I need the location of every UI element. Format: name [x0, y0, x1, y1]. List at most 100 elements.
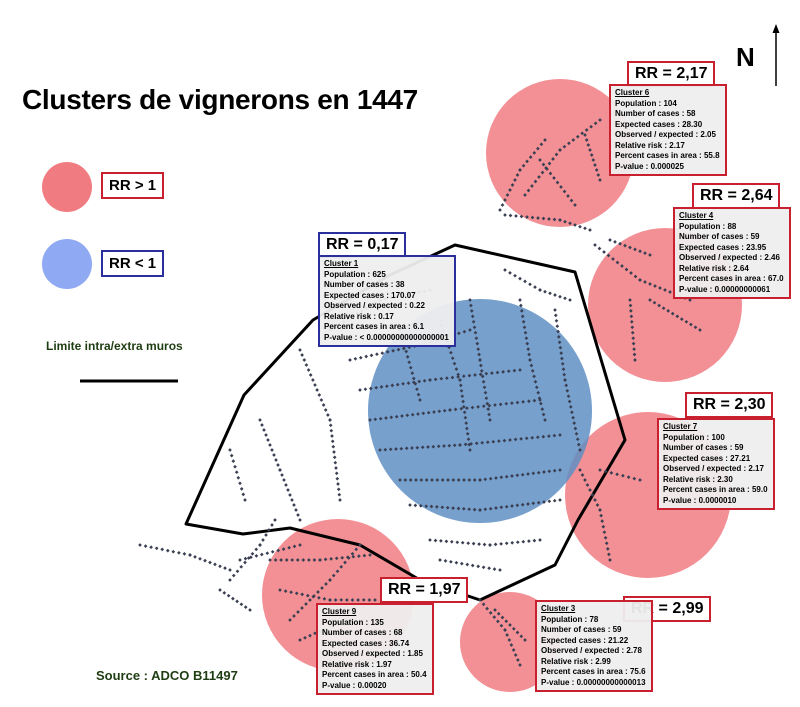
house-dot: [438, 558, 442, 562]
house-dot: [261, 538, 265, 542]
house-dot: [481, 565, 486, 570]
house-dot: [481, 404, 486, 408]
house-dot: [294, 508, 298, 512]
house-dot: [452, 443, 457, 448]
house-dot: [539, 401, 543, 406]
house-dot: [429, 504, 434, 509]
house-dot: [543, 418, 547, 422]
house-dot: [443, 559, 448, 563]
house-dot: [410, 412, 415, 417]
house-dot: [160, 547, 165, 552]
house-dot: [262, 428, 266, 432]
cluster-4-name: Cluster 4: [679, 211, 714, 220]
house-dot: [454, 560, 459, 565]
house-dot: [632, 347, 636, 351]
house-dot: [572, 421, 577, 425]
house-dot: [474, 441, 479, 446]
cluster-9-obs-exp: Observed / expected : 1.85: [322, 649, 423, 658]
cluster-4-rr-label: RR = 2,64: [692, 183, 781, 209]
house-dot: [304, 363, 309, 367]
house-dot: [465, 406, 469, 410]
house-dot: [322, 597, 327, 601]
house-dot: [417, 379, 422, 384]
house-dot: [670, 311, 675, 316]
house-dot: [520, 472, 525, 477]
house-dot: [332, 450, 336, 454]
house-dot: [243, 560, 247, 565]
cluster-7-rr-label: RR = 2,30: [685, 392, 774, 418]
house-dot: [471, 541, 476, 546]
house-dot: [335, 476, 340, 481]
house-dot: [281, 547, 286, 551]
house-dot: [470, 405, 475, 410]
house-dot: [440, 505, 445, 510]
cluster-3-cases: Number of cases : 59: [541, 625, 622, 634]
house-dot: [398, 478, 402, 482]
cluster-6-percent: Percent cases in area : 55.8: [615, 151, 720, 160]
cluster-9-pvalue: P-value : 0.00020: [322, 680, 387, 690]
house-dot: [499, 542, 503, 546]
house-dot: [259, 552, 264, 557]
house-dot: [459, 388, 464, 393]
house-dot: [638, 278, 642, 282]
house-dot: [330, 439, 335, 444]
house-dot: [608, 238, 612, 242]
house-dot: [513, 437, 518, 442]
house-dot: [483, 477, 488, 482]
house-dot: [462, 478, 466, 482]
house-dot: [218, 588, 222, 592]
house-dot: [500, 203, 505, 207]
house-dot: [510, 474, 514, 478]
house-dot: [385, 350, 390, 354]
house-dot: [532, 374, 536, 379]
cluster-4-pvalue: P-value : 0.00000000061: [679, 284, 771, 294]
house-dot: [593, 498, 597, 502]
house-dot: [588, 488, 592, 492]
house-dot: [433, 377, 438, 382]
house-dot: [661, 306, 666, 311]
house-dot: [620, 264, 624, 268]
house-dot: [456, 478, 461, 482]
house-dot: [418, 503, 423, 508]
house-dot: [264, 533, 268, 537]
house-dot: [378, 416, 383, 421]
house-dot: [511, 626, 516, 631]
house-dot: [478, 508, 482, 512]
house-dot: [171, 549, 176, 554]
house-dot: [564, 383, 569, 388]
house-dot: [468, 298, 472, 302]
house-dot: [521, 319, 526, 324]
house-dot: [611, 257, 615, 261]
house-dot: [525, 159, 529, 164]
house-dot: [693, 325, 698, 330]
cluster-1-circle: [368, 299, 592, 523]
house-dot: [632, 476, 637, 481]
house-dot: [416, 412, 420, 416]
house-dot: [333, 460, 338, 465]
cluster-7-relative-risk: Relative risk : 2.30: [663, 474, 733, 484]
house-dot: [558, 433, 562, 437]
house-dot: [287, 545, 291, 550]
house-dot: [369, 353, 374, 358]
cluster-7-obs-exp: Observed / expected : 2.17: [663, 464, 764, 473]
house-dot: [497, 439, 501, 443]
house-dot: [266, 438, 270, 442]
house-dot: [485, 440, 490, 445]
house-dot: [467, 442, 472, 447]
house-dot: [473, 330, 478, 335]
house-dot: [630, 330, 635, 335]
house-dot: [265, 551, 270, 556]
house-dot: [541, 412, 546, 417]
house-dot: [493, 403, 497, 407]
house-dot: [462, 329, 467, 334]
house-dot: [476, 564, 481, 569]
house-dot: [495, 370, 500, 375]
house-dot: [488, 418, 492, 422]
house-dot: [578, 224, 582, 229]
house-dot: [526, 347, 531, 351]
house-dot: [331, 573, 336, 578]
house-dot: [203, 558, 207, 563]
house-dot: [510, 540, 515, 545]
house-dot: [558, 345, 563, 350]
house-dot: [559, 351, 564, 355]
